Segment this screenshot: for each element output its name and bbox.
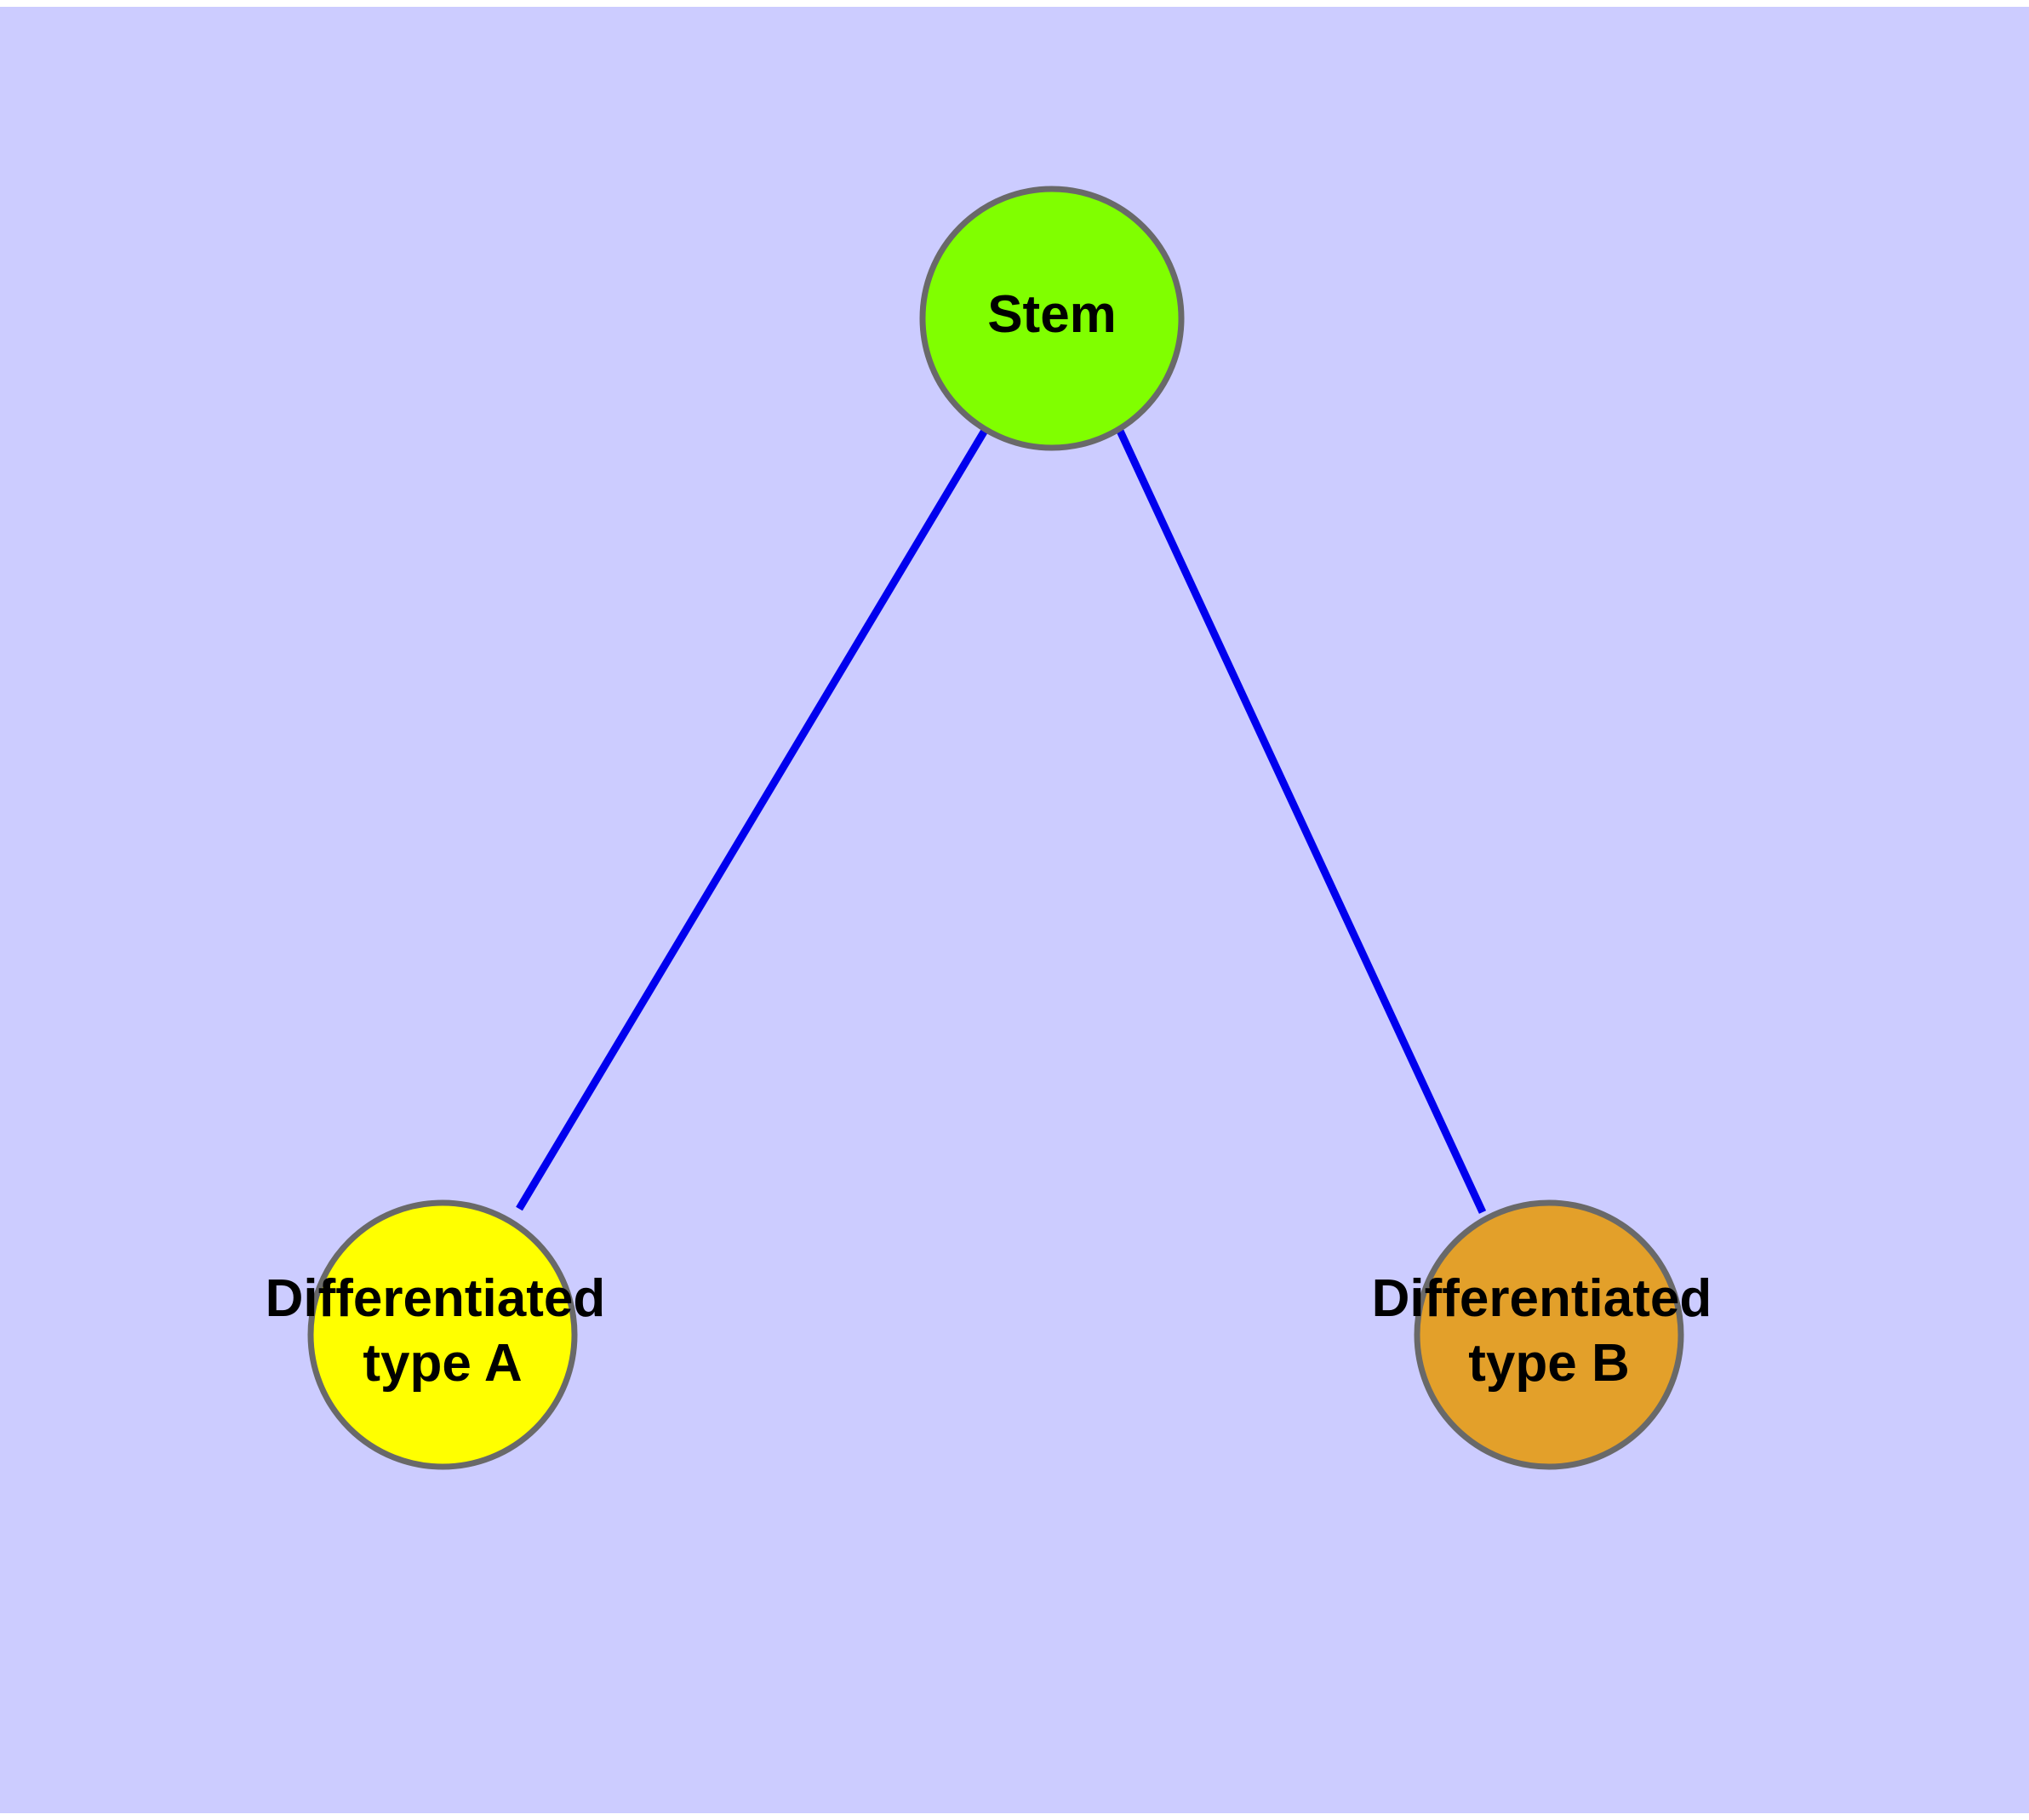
node-diff-a-label-line-0: Differentiated <box>266 1269 606 1328</box>
edge-stem-to-diff-a[interactable] <box>516 426 989 1211</box>
node-diff-b[interactable]: Differentiated type B <box>1372 1199 1727 1470</box>
node-diff-b-label: Differentiated type B <box>1372 1269 1727 1393</box>
node-diff-b-circle[interactable] <box>1414 1199 1684 1470</box>
node-diff-a[interactable]: Differentiated type A <box>266 1199 620 1470</box>
node-stem[interactable]: Stem <box>919 186 1185 451</box>
node-stem-label-line-0: Stem <box>987 285 1117 344</box>
node-stem-label: Stem <box>987 285 1117 344</box>
node-diff-a-label-line-1: type A <box>363 1334 522 1393</box>
node-diff-a-label: Differentiated type A <box>266 1269 620 1393</box>
edge-layer <box>516 426 1487 1214</box>
edge-stem-to-diff-b[interactable] <box>1115 427 1487 1214</box>
node-layer: Stem Differentiated type A Differentiate… <box>266 186 1727 1470</box>
node-diff-b-label-line-0: Differentiated <box>1372 1269 1712 1328</box>
node-stem-circle[interactable] <box>919 186 1185 451</box>
node-diff-a-circle[interactable] <box>307 1199 578 1470</box>
node-diff-b-label-line-1: type B <box>1468 1334 1629 1393</box>
